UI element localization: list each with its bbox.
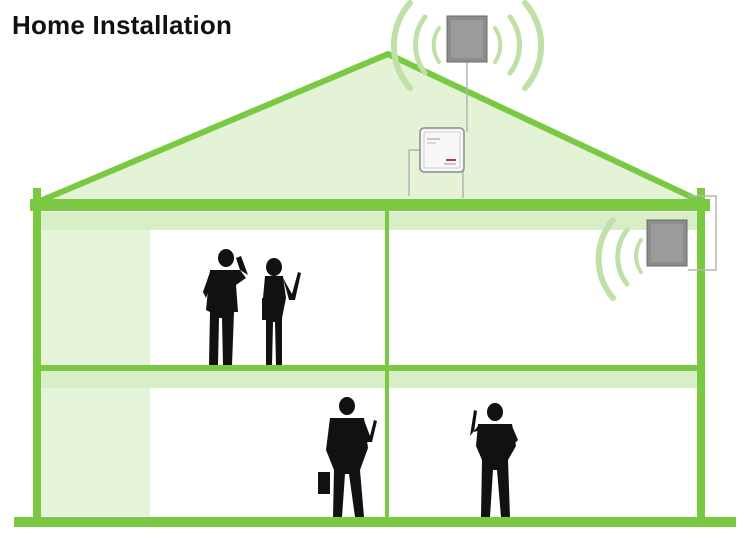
middle-floor [40, 365, 700, 371]
roof-beam [30, 199, 710, 211]
left-wall-shade-lower [40, 388, 150, 516]
person-upper-man [203, 249, 248, 365]
house-structure [14, 188, 736, 527]
upper-floor-ceiling-band [40, 212, 700, 230]
indoor-signal-waves [595, 217, 643, 301]
page-title: Home Installation [12, 10, 233, 40]
ground-floor [14, 517, 736, 527]
antenna-cables [408, 60, 717, 271]
outdoor-signal-waves [390, 0, 545, 91]
left-wall-shade-upper [40, 230, 150, 368]
left-wall [33, 188, 41, 520]
middle-floor-band [40, 370, 700, 388]
indoor-panel-antenna-icon [646, 219, 688, 267]
signal-booster-icon [419, 127, 465, 173]
person-upper-woman [262, 258, 301, 365]
panel-antenna-icon [446, 15, 488, 63]
person-ground-left [318, 397, 377, 517]
person-ground-right [470, 403, 518, 517]
right-wall [697, 188, 705, 520]
person-silhouette-icon [203, 249, 518, 517]
roof-outline [37, 51, 703, 204]
attic-area [36, 54, 702, 201]
